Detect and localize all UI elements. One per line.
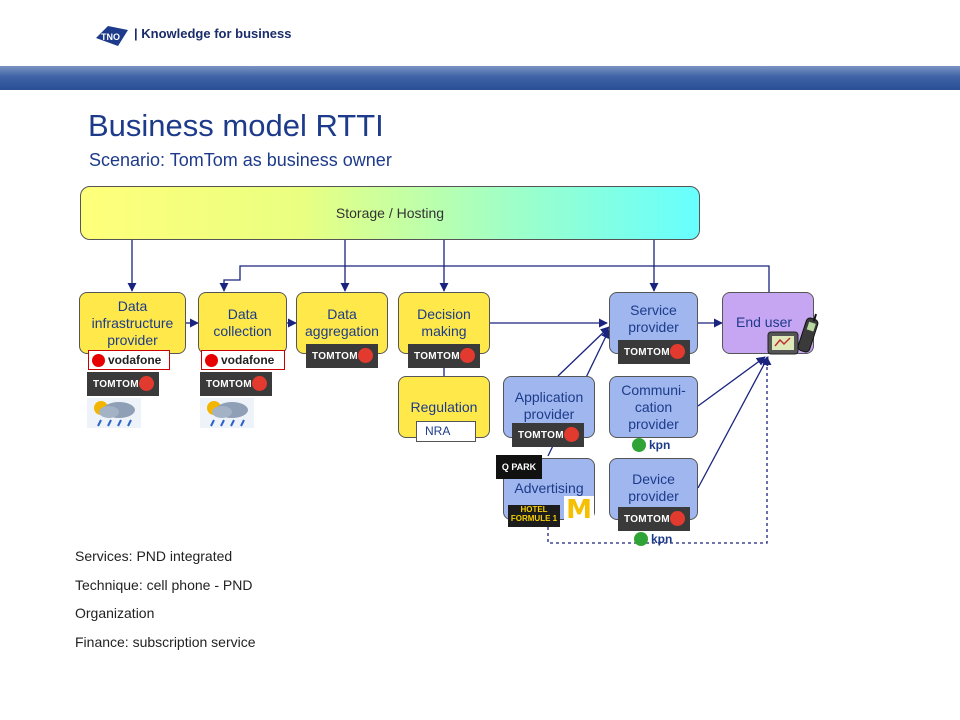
communication-provider-line-1: Communi-	[621, 381, 686, 398]
pnd-phone-icon	[767, 313, 819, 355]
kpn-logo: kpn	[634, 532, 672, 546]
weather-rain-icon	[87, 398, 141, 428]
header-banner	[0, 66, 960, 90]
qpark-logo: Q PARK	[496, 455, 542, 479]
kpn-logo-text: kpn	[649, 438, 671, 452]
data-aggregation-line-1: Data	[327, 306, 357, 322]
communication-provider-line-2: cation	[634, 398, 673, 415]
tomtom-logo-text: TOMTOM	[206, 378, 252, 390]
application-provider-line-1: Application	[514, 389, 584, 405]
data-aggregation-box: Data aggregation	[296, 292, 388, 354]
mcdonalds-logo: M	[564, 496, 594, 524]
vodafone-mark-icon	[92, 353, 105, 367]
vodafone-logo: vodafone	[88, 350, 170, 370]
device-provider-line-2: provider	[628, 488, 679, 504]
service-provider-line-1: Service	[630, 302, 677, 318]
formule1-logo: HOTEL FORMULE 1	[508, 505, 560, 527]
end-user-label: End user	[736, 313, 793, 330]
data-infrastructure-provider-line-1: Data	[117, 297, 148, 314]
svg-text:TNO: TNO	[101, 32, 120, 42]
tomtom-logo-text: TOMTOM	[518, 429, 564, 441]
bullet-finance: Finance: subscription service	[75, 634, 256, 650]
data-collection-box: Data collection	[198, 292, 287, 354]
tno-logo: TNO	[96, 26, 128, 46]
tomtom-hand-icon	[252, 376, 267, 391]
regulation-label: Regulation	[410, 398, 478, 415]
kpn-logo-text: kpn	[651, 532, 673, 546]
tomtom-hand-icon	[139, 376, 154, 391]
vodafone-logo-text: vodafone	[108, 353, 162, 367]
tomtom-logo: TOMTOM	[512, 423, 584, 447]
kpn-mark-icon	[634, 532, 648, 546]
bullet-services: Services: PND integrated	[75, 548, 233, 564]
slide-title: Business model RTTI	[88, 108, 384, 143]
tomtom-logo-text: TOMTOM	[93, 378, 139, 390]
brand-tagline: | Knowledge for business	[134, 26, 292, 41]
data-infrastructure-provider-line-2: infrastructure	[91, 314, 174, 331]
tomtom-logo-text: TOMTOM	[414, 350, 460, 362]
application-provider-line-2: provider	[523, 406, 575, 422]
service-provider-line-2: provider	[628, 319, 679, 335]
storage-label: Storage / Hosting	[335, 204, 445, 221]
data-infrastructure-provider-box: Data infrastructure provider	[79, 292, 186, 354]
tomtom-hand-icon	[670, 344, 685, 359]
data-collection-line-2: collection	[213, 323, 272, 339]
tomtom-logo: TOMTOM	[618, 340, 690, 364]
tomtom-logo-text: TOMTOM	[312, 350, 358, 362]
vodafone-mark-icon	[205, 353, 218, 367]
nra-label: NRA	[416, 421, 476, 442]
bullet-organization: Organization	[75, 605, 155, 621]
decision-making-line-1: Decision	[417, 306, 471, 322]
bullet-technique: Technique: cell phone - PND	[75, 577, 253, 593]
tomtom-hand-icon	[460, 348, 475, 363]
tomtom-logo: TOMTOM	[87, 372, 159, 396]
vodafone-logo: vodafone	[201, 350, 285, 370]
tomtom-logo: TOMTOM	[306, 344, 378, 368]
vodafone-logo-text: vodafone	[221, 353, 275, 367]
tomtom-logo: TOMTOM	[618, 507, 690, 531]
advertising-label: Advertising	[514, 479, 584, 496]
weather-rain-icon	[200, 398, 254, 428]
data-collection-line-1: Data	[227, 306, 258, 322]
tomtom-logo-text: TOMTOM	[624, 346, 670, 358]
tomtom-hand-icon	[564, 427, 579, 442]
decision-making-box: Decision making	[398, 292, 490, 354]
communication-provider-box: Communi- cation provider	[609, 376, 698, 438]
data-aggregation-line-2: aggregation	[305, 323, 379, 339]
tomtom-logo: TOMTOM	[408, 344, 480, 368]
slide-subtitle: Scenario: TomTom as business owner	[89, 150, 392, 170]
tomtom-logo: TOMTOM	[200, 372, 272, 396]
tomtom-logo-text: TOMTOM	[624, 513, 670, 525]
tomtom-hand-icon	[670, 511, 685, 526]
kpn-logo: kpn	[632, 438, 670, 452]
device-provider-line-1: Device	[632, 471, 675, 487]
kpn-mark-icon	[632, 438, 646, 452]
communication-provider-line-3: provider	[628, 415, 679, 432]
storage-hosting-box: Storage / Hosting	[80, 186, 700, 240]
data-infrastructure-provider-line-3: provider	[107, 331, 158, 348]
tomtom-hand-icon	[358, 348, 373, 363]
decision-making-line-2: making	[421, 323, 467, 339]
